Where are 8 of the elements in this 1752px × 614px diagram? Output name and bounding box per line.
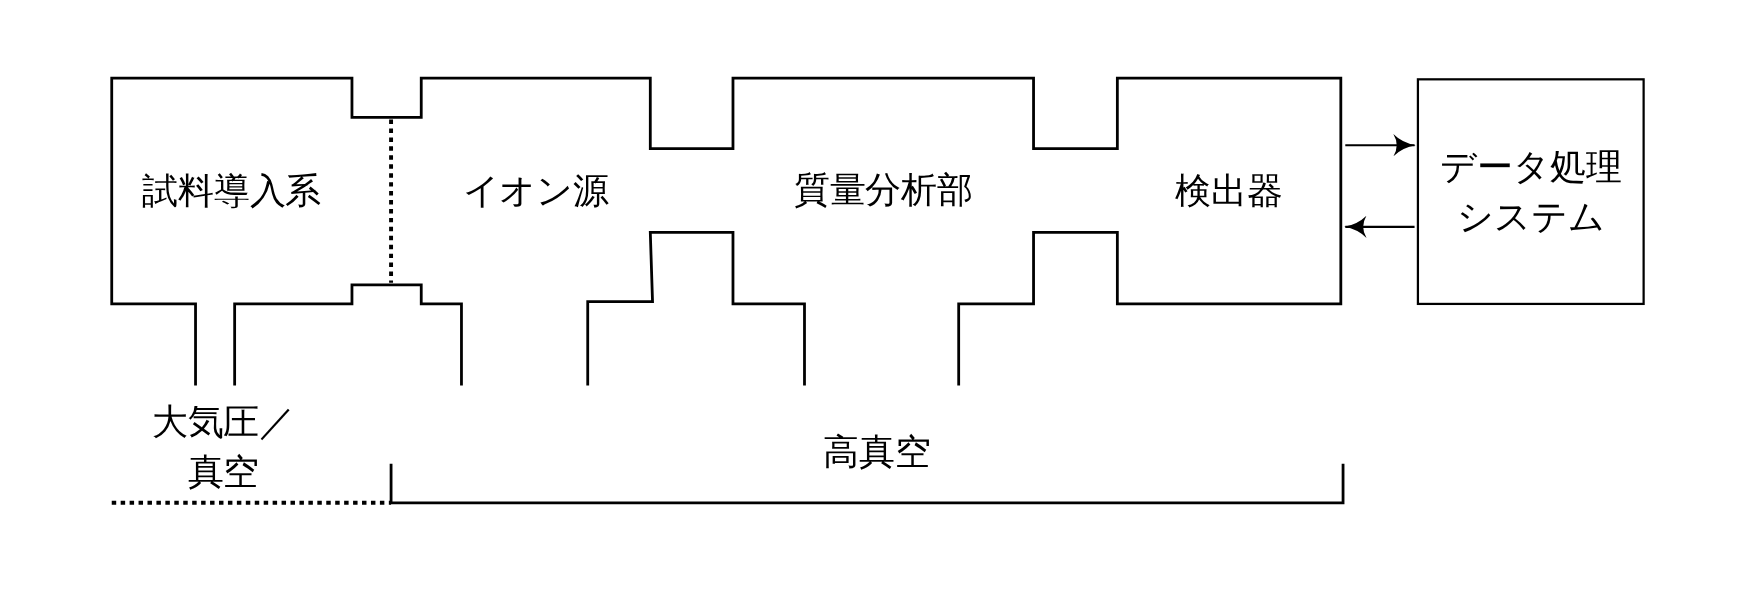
node-label: 検出器	[1175, 168, 1283, 214]
region-label: 大気圧／真空	[150, 399, 296, 495]
node-label: 質量分析部	[793, 167, 973, 214]
process-box	[1416, 78, 1645, 306]
node-label: データ処理システム	[1439, 143, 1623, 240]
region-label: 高真空	[822, 429, 932, 475]
node-label: 試料導入系	[142, 168, 322, 214]
node-label: イオン源	[462, 168, 609, 214]
